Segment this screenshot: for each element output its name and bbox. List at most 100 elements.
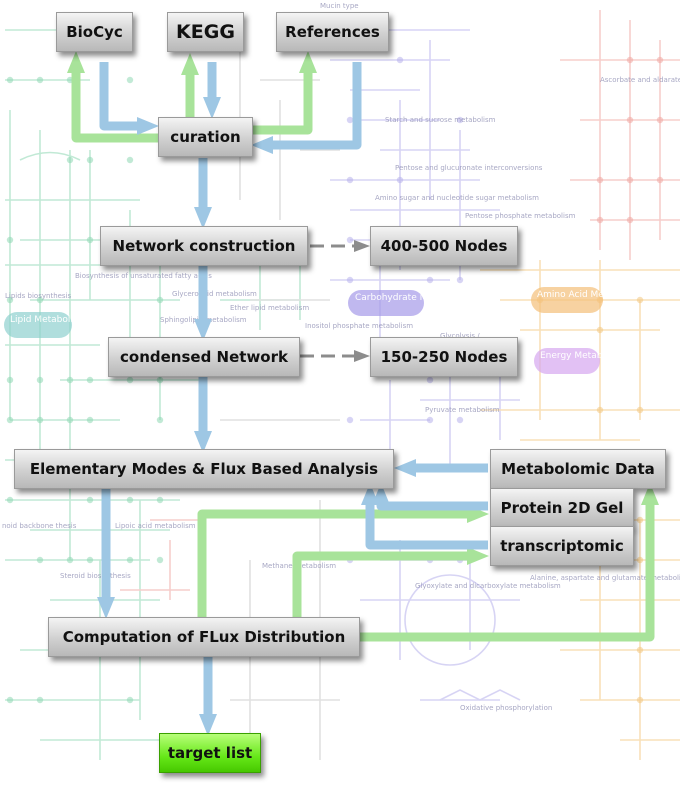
node-elementary-modes: Elementary Modes & Flux Based Analysis [14,449,394,489]
node-condensed-network: condensed Network [108,337,300,377]
bg-label: Ascorbate and aldarate metabolism [600,76,680,84]
node-references: References [276,12,389,52]
map-node-dot [126,376,134,384]
bg-label: Glycerolipid metabolism [172,290,257,298]
map-node-dot [636,296,644,304]
map-node-dot [626,216,634,224]
map-node-dot [6,376,14,384]
map-node-dot [626,176,634,184]
map-node-dot [656,56,664,64]
node-computation-flux: Computation of FLux Distribution [48,617,360,657]
map-node-dot [66,376,74,384]
map-node-dot [156,416,164,424]
map-node-dot [636,556,644,564]
map-node-dot [66,156,74,164]
map-node-dot [126,556,134,564]
map-node-dot [426,416,434,424]
arrow-flux-to-protein [197,505,489,620]
map-node-dot [456,416,464,424]
map-node-dot [156,376,164,384]
map-node-dot [156,556,164,564]
arrow-transcriptomic-to-elementary [361,483,488,550]
map-node-dot [426,276,434,284]
bg-label: Inositol phosphate metabolism [305,322,413,330]
node-network-construction: Network construction [100,226,308,266]
map-node-dot [346,276,354,284]
arrow-protein-to-elementary [372,483,488,511]
map-node-dot [126,496,134,504]
node-400-500-nodes: 400-500 Nodes [370,226,518,266]
node-biocyc: BioCyc [56,12,133,52]
arrow-curation-to-biocyc [67,51,158,143]
map-node-dot [36,376,44,384]
bg-label: Pentose phosphate metabolism [465,212,576,220]
arrow-flux-to-metabolomic [360,483,659,642]
bg-label: Pentose and glucuronate interconversions [395,164,543,172]
bg-label: Glycolysis / [440,332,480,340]
bg-label: Lipids biosynthesis [5,292,72,300]
arrow-flux-to-transcriptomic [292,547,489,620]
map-node-dot [456,276,464,284]
bg-pill-lipid: Lipid Metabolism [10,315,86,325]
bg-label: Amino sugar and nucleotide sugar metabol… [375,194,539,202]
bg-label: Alanine, aspartate and glutamate metabol… [530,574,680,582]
arrow-biocyc-to-curation [99,62,159,135]
map-node-dot [126,76,134,84]
map-node-dot [6,496,14,504]
bg-pill-amino-acid: Amino Acid Metabolism [537,290,643,300]
bg-label: Starch and sucrose metabolism [385,116,496,124]
map-node-dot [596,216,604,224]
node-protein-2d-gel: Protein 2D Gel [490,488,634,528]
bg-label: Lipoic acid metabolism [115,522,196,530]
map-node-dot [126,696,134,704]
bg-label: Oxidative phosphorylation [460,704,552,712]
map-node-dot [86,496,94,504]
map-node-dot [626,116,634,124]
bg-pill-energy: Energy Metabolism [540,351,626,361]
map-node-dot [346,116,354,124]
node-target-list: target list [159,733,261,773]
bg-label: Ether lipid metabolism [230,304,309,312]
bg-label: Glyoxylate and dicarboxylate metabolism [415,582,561,590]
map-node-dot [156,296,164,304]
map-node-dot [6,76,14,84]
map-node-dot [36,556,44,564]
map-node-dot [126,156,134,164]
node-transcriptomic: transcriptomic [490,526,634,566]
map-node-dot [86,556,94,564]
map-node-dot [346,236,354,244]
map-node-dot [66,556,74,564]
node-150-250-nodes: 150-250 Nodes [370,337,518,377]
map-node-dot [86,376,94,384]
map-node-dot [346,416,354,424]
map-node-dot [426,376,434,384]
map-node-dot [656,176,664,184]
map-node-dot [456,116,464,124]
map-node-dot [636,646,644,654]
map-node-dot [636,696,644,704]
map-node-dot [36,416,44,424]
bg-label: Biosynthesis of unsaturated fatty acids [75,272,212,280]
map-node-dot [36,696,44,704]
map-node-dot [86,236,94,244]
map-node-dot [396,176,404,184]
map-node-dot [66,416,74,424]
map-node-dot [626,56,634,64]
bg-label: noid backbone thesis [2,522,77,530]
map-node-dot [6,696,14,704]
node-metabolomic-data: Metabolomic Data [490,449,666,489]
map-node-dot [6,416,14,424]
map-node-dot [596,406,604,414]
map-node-dot [346,176,354,184]
map-node-dot [6,296,14,304]
map-node-dot [36,76,44,84]
map-node-dot [656,116,664,124]
map-node-dot [6,236,14,244]
bg-label: Steroid biosynthesis [60,572,131,580]
node-kegg: KEGG [167,12,244,52]
bg-label: Pyruvate metabolism [425,406,500,414]
map-node-dot [86,156,94,164]
map-node-dot [596,176,604,184]
